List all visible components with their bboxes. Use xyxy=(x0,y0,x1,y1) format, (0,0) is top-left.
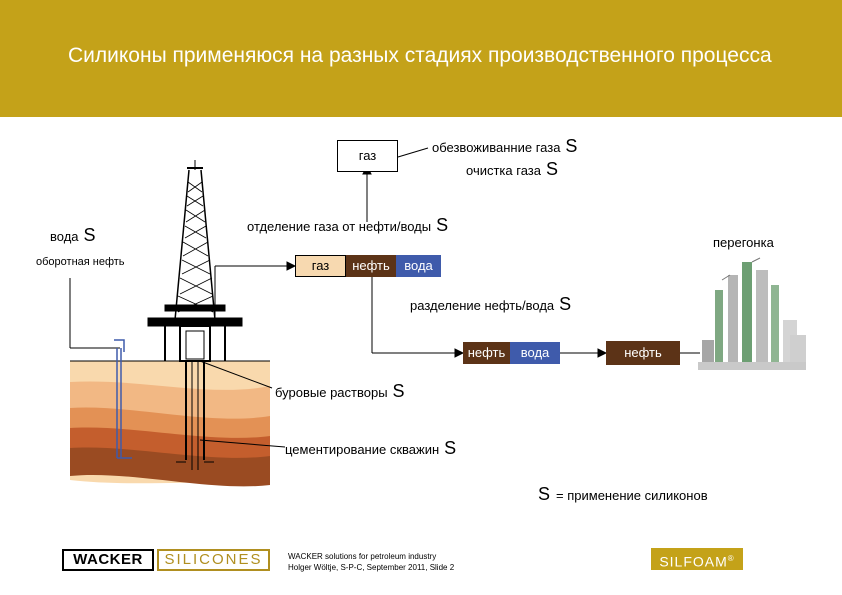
footer-line-2: Holger Wöltje, S-P-C, September 2011, Sl… xyxy=(288,563,455,572)
well-cementing-text: цементирование скважин xyxy=(285,442,440,457)
drilling-fluids-text: буровые растворы xyxy=(275,385,388,400)
injection-well xyxy=(69,278,132,459)
legend-marker: S xyxy=(538,484,551,504)
silicone-marker: S xyxy=(444,438,457,458)
dehydration-label: обезвоживанние газа S xyxy=(432,136,578,156)
title-banner: Силиконы применяюся на разных стадиях пр… xyxy=(0,0,842,117)
page-title: Силиконы применяюся на разных стадиях пр… xyxy=(68,44,772,67)
registered-mark: ® xyxy=(727,554,735,563)
water-label: вода S xyxy=(50,225,96,245)
stream-gas-segment: газ xyxy=(295,255,346,277)
stream-water-segment: вода xyxy=(396,255,441,277)
well-cementing-label: цементирование скважин S xyxy=(285,438,457,458)
product-oil-box: нефть xyxy=(606,341,680,365)
gas-cleaning-text: очистка газа xyxy=(466,163,541,178)
silfoam-logo-text: SILFOAM xyxy=(659,553,728,570)
ground-strata xyxy=(70,360,270,487)
recycled-oil-label: оборотная нефть xyxy=(36,254,125,270)
silfoam-logo: SILFOAM® xyxy=(651,548,743,570)
recycled-oil-text: оборотная нефть xyxy=(36,256,125,268)
distillation-text: перегонка xyxy=(713,235,774,250)
drilling-rig xyxy=(147,160,243,470)
water-text: вода xyxy=(50,229,79,244)
oil-water-separation-text: разделение нефть/вода xyxy=(410,298,555,313)
stream-gas-text: газ xyxy=(311,258,330,273)
stream-oil-segment: нефть xyxy=(346,255,396,277)
oil-water-separation-label: разделение нефть/вода S xyxy=(410,294,572,314)
gas-outlet-box: газ xyxy=(337,140,398,172)
legend: S = применение силиконов xyxy=(538,484,708,504)
dehydration-text: обезвоживанние газа xyxy=(432,140,561,155)
silicones-logo: SILICONES xyxy=(157,549,270,571)
stream2-water-segment: вода xyxy=(510,342,560,364)
silicone-marker: S xyxy=(83,225,96,245)
gas-separation-label: отделение газа от нефти/воды S xyxy=(247,215,449,235)
legend-text: = применение силиконов xyxy=(556,488,708,503)
stream-water-text: вода xyxy=(404,258,433,273)
product-oil-text: нефть xyxy=(624,345,662,360)
stream2-oil-segment: нефть xyxy=(463,342,510,364)
stream-oil-text: нефть xyxy=(352,258,390,273)
gas-outlet-label: газ xyxy=(358,148,377,163)
drilling-fluids-label: буровые растворы S xyxy=(275,381,405,401)
footer-line-1: WACKER solutions for petroleum industry xyxy=(288,552,437,561)
gas-cleaning-label: очистка газа S xyxy=(466,159,558,179)
stream2-water-text: вода xyxy=(520,345,550,360)
silicone-marker: S xyxy=(545,159,558,179)
gas-separation-text: отделение газа от нефти/воды xyxy=(247,219,432,234)
silicone-marker: S xyxy=(559,294,572,314)
silicone-marker: S xyxy=(565,136,578,156)
footer-text: WACKER solutions for petroleum industry … xyxy=(288,551,454,573)
stream2-oil-text: нефть xyxy=(467,345,506,360)
distillation-label: перегонка xyxy=(713,235,774,251)
refinery-illustration xyxy=(698,257,806,370)
silicone-marker: S xyxy=(392,381,405,401)
silicone-marker: S xyxy=(436,215,449,235)
wacker-logo: WACKER xyxy=(62,549,154,571)
